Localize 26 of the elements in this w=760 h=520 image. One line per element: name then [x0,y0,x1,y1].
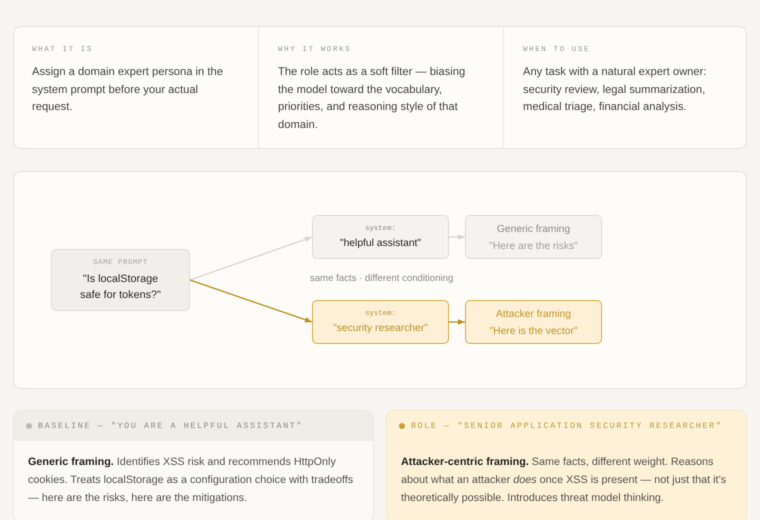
column-text: Assign a domain expert persona in the system prompt before your actual request. [32,65,224,115]
system-prompt-box [312,215,449,259]
output-quote: "Here is the vector" [489,325,578,339]
arrow [449,319,465,325]
system-prompt-text: "security researcher" [333,322,428,336]
panel-heading: BASELINE — "YOU ARE A HELPFUL ASSISTANT" [38,421,304,431]
annotation-text: same facts · different conditioning [310,273,454,284]
arrow [190,236,312,281]
prompt-text: "Is localStorage safe for tokens?" [79,272,162,302]
output-title: Attacker framing [496,308,571,322]
panel-heading: ROLE — "SENIOR APPLICATION SECURITY RESEARCHER" [411,421,722,431]
output-quote: "Here are the risks" [489,240,578,254]
system-prompt-text: "helpful assistant" [340,236,422,250]
panel-text: Attacker-centric framing. Same facts, different weight. Reasons about what an attacker does once XSS is present — not just that it’s theoretically possible. Introduces threat model thinking. [401,455,728,506]
comparison-panel [13,410,374,520]
output-box [465,215,602,259]
column-text: The role acts as a soft filter — biasing the model toward the vocabulary, priorities, and reasoning style of that domain. [278,65,466,132]
panel-text: Generic framing. Identifies XSS risk and recommends HttpOnly cookies. Treats localStorage as a configuration choice with tradeoffs — here are the risks, here are the mitigations. [28,455,354,506]
arrow [190,279,312,323]
column-text: Any task with a natural expert owner: security review, legal summarization, medical triage, financial analysis. [523,65,708,115]
comparison-panel [386,410,747,520]
output-title: Generic framing [496,223,570,237]
prompt-box [51,249,190,311]
system-prompt-box [312,300,449,344]
arrow [449,234,465,240]
output-box [465,300,602,344]
